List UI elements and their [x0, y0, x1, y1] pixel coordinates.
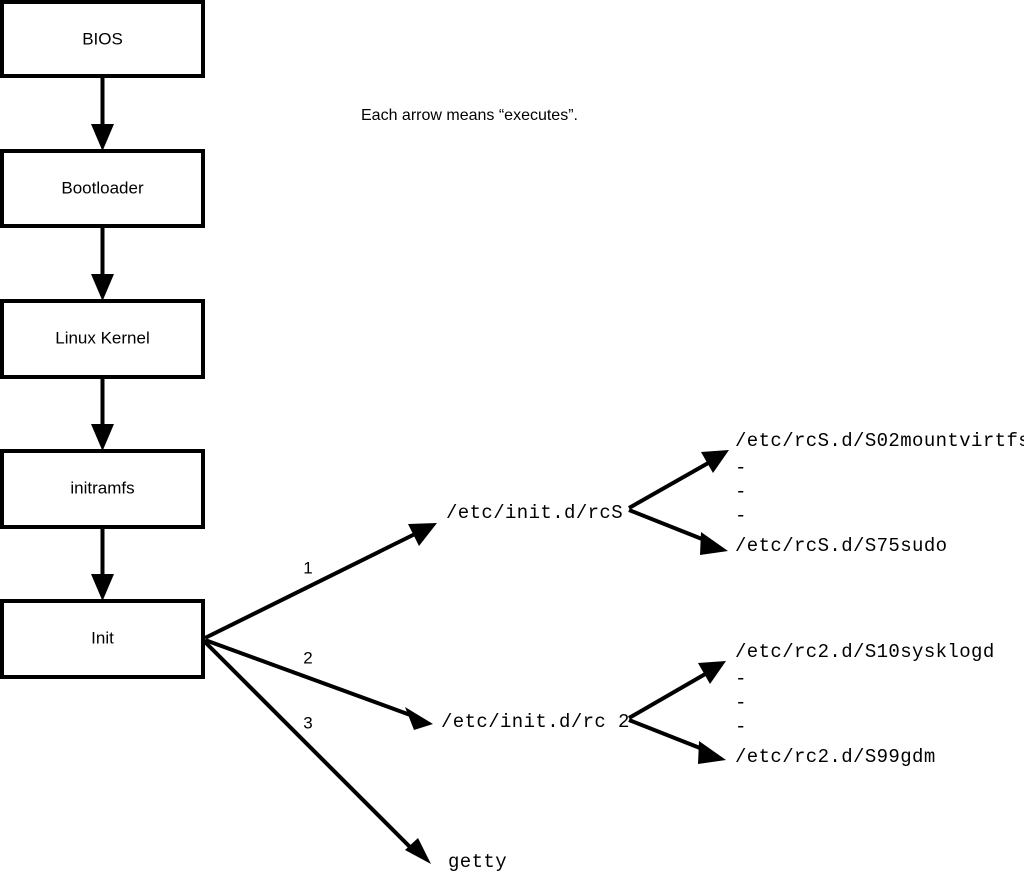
box-outline-initramfs: [0, 449, 205, 529]
boot-chain-box-init[interactable]: Init: [0, 599, 205, 679]
arrow-initramfs-to-init: [91, 527, 114, 601]
arrow-init-to-getty: [203, 640, 431, 864]
arrow-bootloader-to-kernel: [91, 226, 114, 301]
branch-label-rc2: /etc/init.d/rc 2: [441, 711, 630, 733]
arrowhead-rc2-to-first-script: [698, 661, 726, 684]
edge-number-2: 2: [303, 648, 312, 667]
arrow-init-to-rc2: [204, 638, 433, 730]
branch-label-rcs: /etc/init.d/rcS: [446, 502, 623, 524]
boot-chain-box-initramfs[interactable]: initramfs: [0, 449, 205, 529]
arrowhead-rcs-to-first-script: [701, 450, 729, 473]
rcs-script-last: /etc/rcS.d/S75sudo: [735, 535, 947, 557]
arrow-init-to-rcs: [204, 523, 437, 640]
box-label-bootloader: Bootloader: [61, 178, 144, 197]
arrow-rcs-to-first-script: [628, 450, 729, 510]
arrowhead-kernel-to-initramfs: [91, 424, 114, 451]
branch-label-getty: getty: [448, 851, 507, 873]
arrowhead-bios-to-bootloader: [91, 124, 114, 151]
arrowhead-rc2-to-last-script: [698, 741, 726, 764]
arrow-rc2-to-last-script: [628, 718, 726, 764]
arrow-rc2-to-first-script: [628, 661, 726, 720]
arrowhead-init-to-rc2: [405, 707, 433, 730]
box-label-bios: BIOS: [82, 29, 123, 48]
arrowhead-init-to-rcs: [408, 523, 437, 546]
rc2-ellipsis-dash-3: -: [735, 716, 746, 738]
boot-chain-box-linux-kernel[interactable]: Linux Kernel: [0, 299, 205, 379]
boot-chain-box-bios[interactable]: BIOS: [0, 0, 205, 78]
rc2-script-last: /etc/rc2.d/S99gdm: [735, 746, 936, 768]
arrowhead-initramfs-to-init: [91, 574, 114, 601]
arrowhead-rcs-to-last-script: [700, 532, 728, 555]
arrow-bios-to-bootloader: [91, 76, 114, 151]
arrow-rcs-to-last-script: [628, 508, 728, 555]
box-label-linux-kernel: Linux Kernel: [55, 328, 150, 347]
arrowhead-bootloader-to-kernel: [91, 274, 114, 301]
legend-note: Each arrow means “executes”.: [361, 107, 578, 124]
arrowhead-init-to-getty: [405, 838, 431, 864]
box-label-init: Init: [91, 628, 114, 647]
rcs-script-first: /etc/rcS.d/S02mountvirtfs: [735, 430, 1024, 452]
rc2-ellipsis-dash-2: -: [735, 692, 746, 714]
edge-number-3: 3: [303, 713, 312, 732]
rc2-ellipsis-dash-1: -: [735, 668, 746, 690]
edge-number-1: 1: [303, 558, 312, 577]
rcs-ellipsis-dash-2: -: [735, 481, 746, 503]
boot-chain-box-bootloader[interactable]: Bootloader: [0, 149, 205, 228]
rcs-ellipsis-dash-3: -: [735, 505, 746, 527]
rcs-ellipsis-dash-1: -: [735, 457, 746, 479]
rc2-script-first: /etc/rc2.d/S10sysklogd: [735, 641, 995, 663]
arrow-kernel-to-initramfs: [91, 377, 114, 451]
box-label-initramfs: initramfs: [70, 478, 134, 497]
box-outline-bios: [0, 0, 205, 78]
